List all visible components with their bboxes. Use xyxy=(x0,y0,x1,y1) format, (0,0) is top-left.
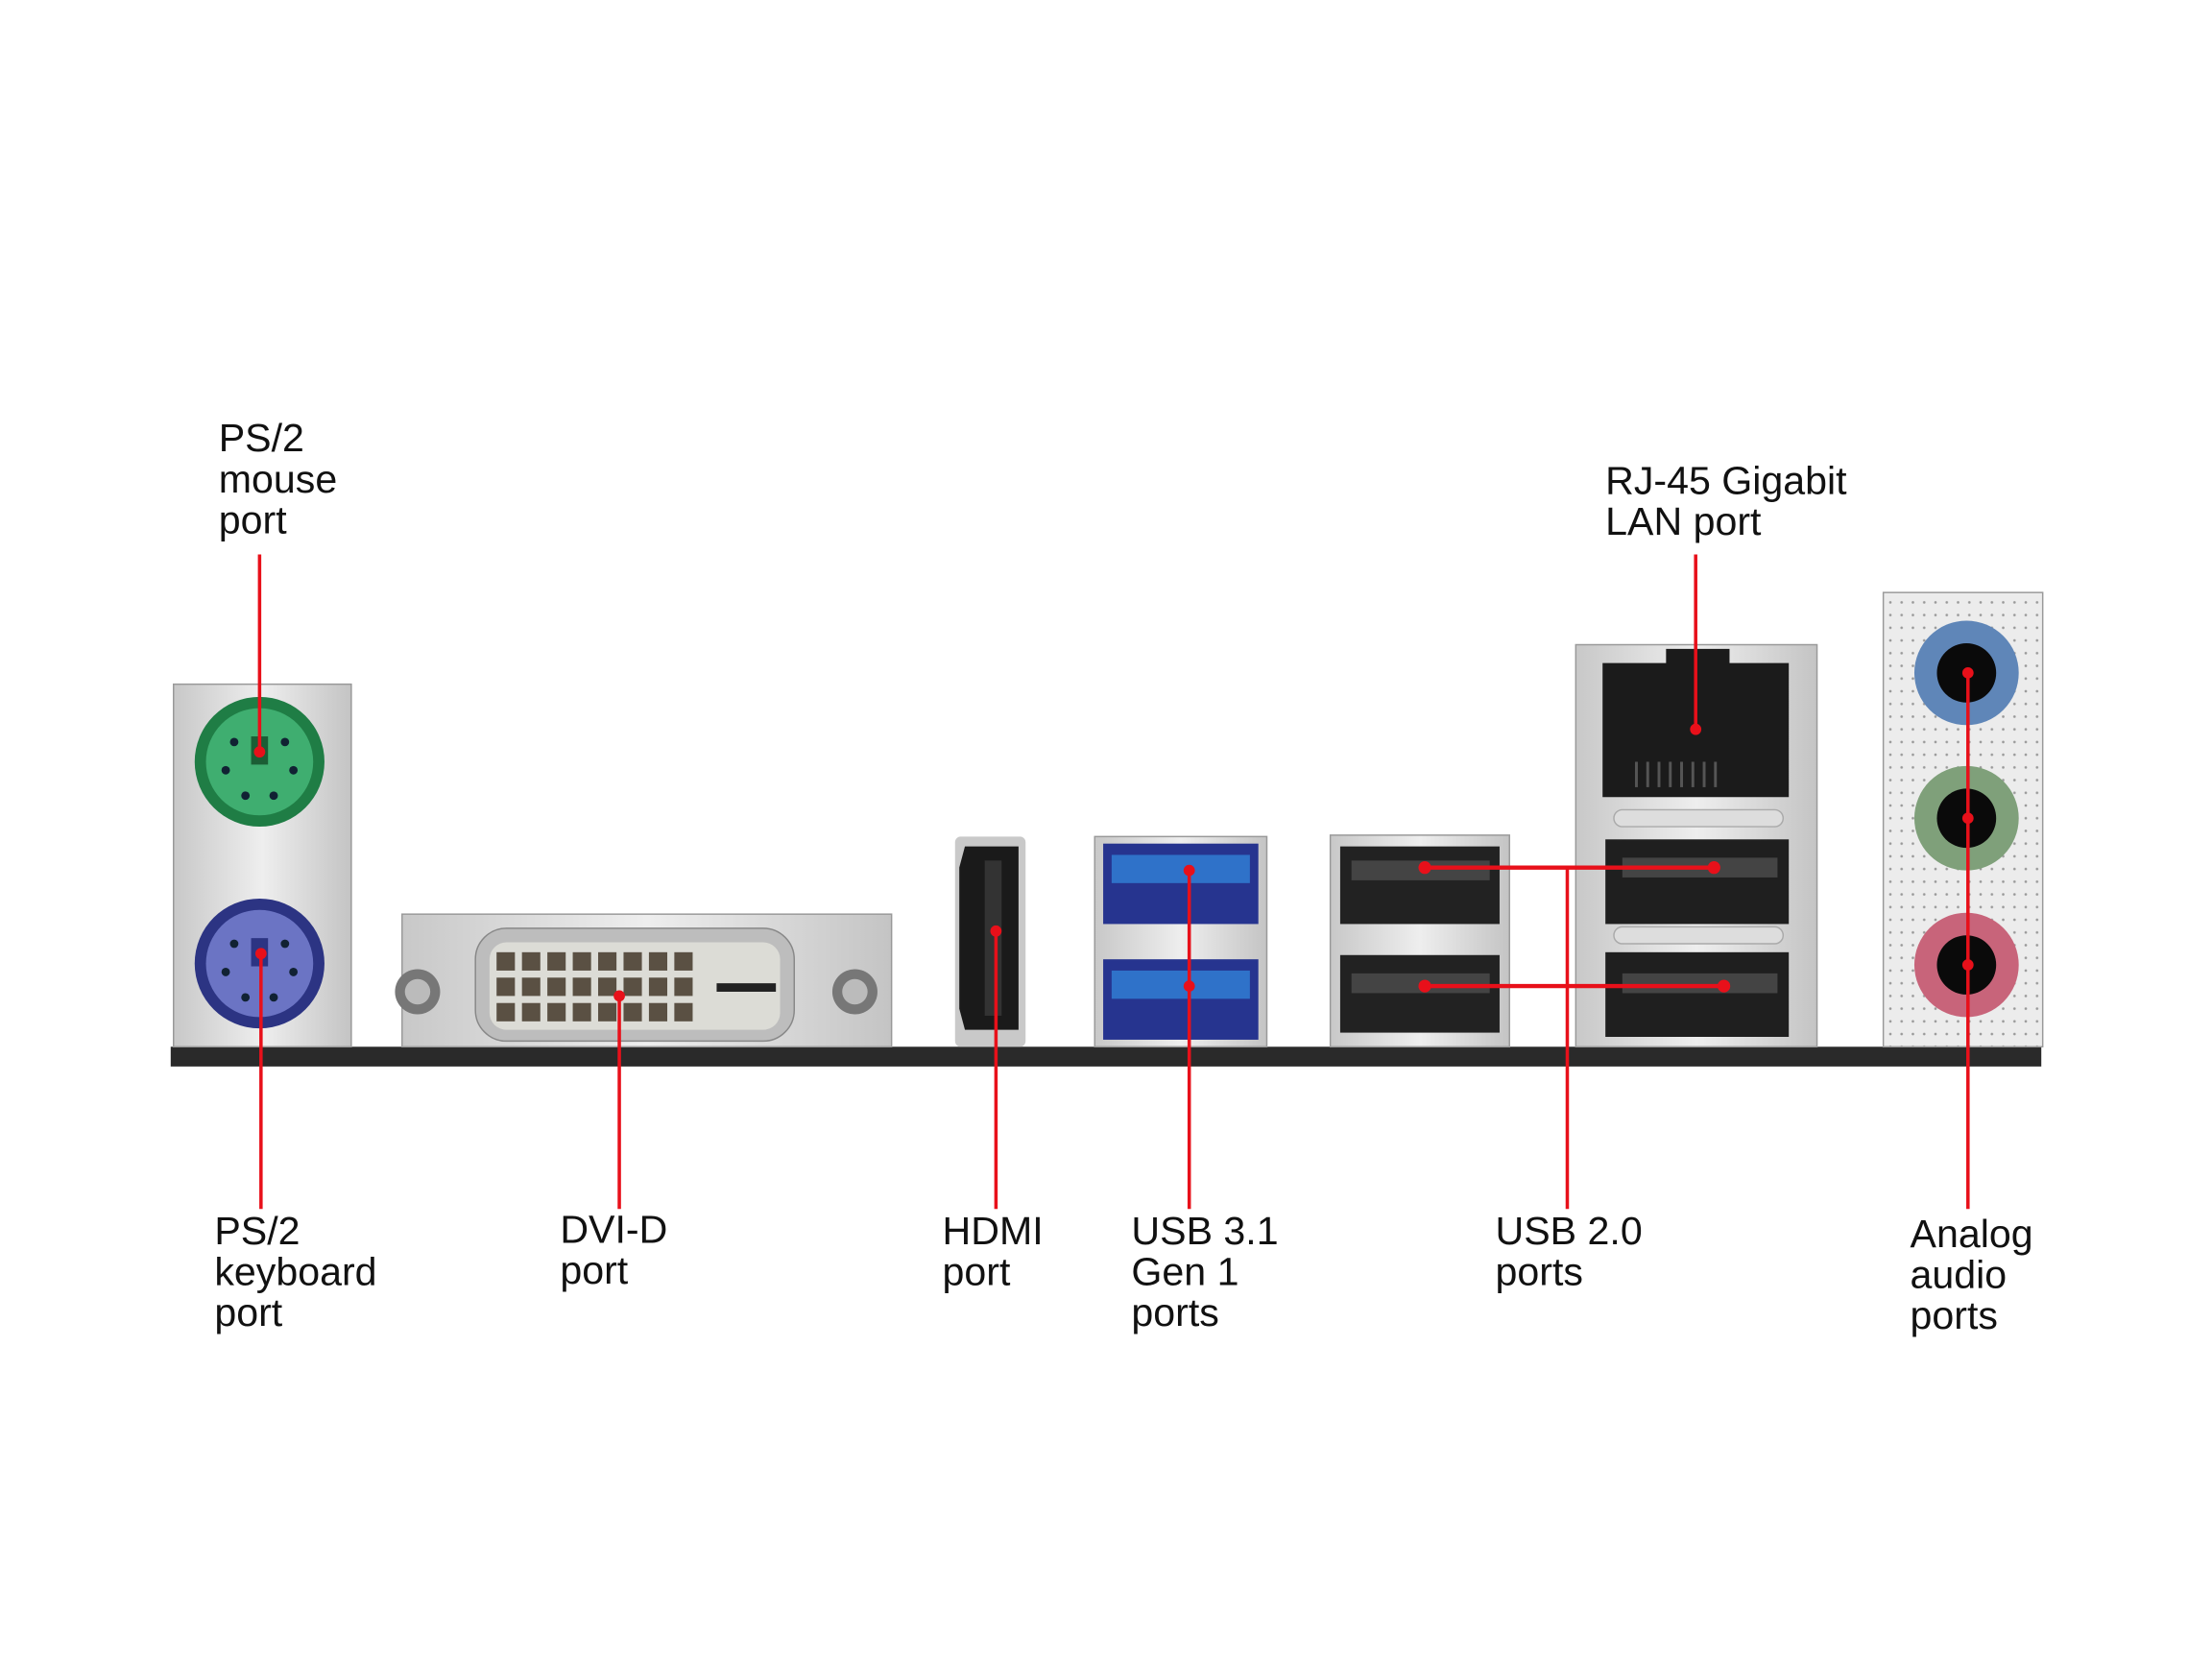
dvi-pin xyxy=(521,951,541,971)
usb31-connector xyxy=(1094,835,1268,1048)
dvi-pin xyxy=(598,951,617,971)
dvi-pin xyxy=(521,1002,541,1022)
label-ps2-mouse: PS/2 mouse port xyxy=(219,416,337,541)
label-line: DVI-D xyxy=(560,1208,667,1252)
dvi-pin xyxy=(648,951,668,971)
dvi-pin xyxy=(598,977,617,997)
label-line: keyboard xyxy=(214,1250,376,1294)
label-audio: Analog audio ports xyxy=(1911,1212,2033,1337)
label-line: USB 2.0 xyxy=(1496,1209,1643,1253)
label-line: port xyxy=(560,1248,628,1292)
label-line: USB 3.1 xyxy=(1131,1209,1278,1253)
dvi-pin xyxy=(623,1002,642,1022)
label-line: Analog xyxy=(1911,1212,2033,1256)
dvi-pin xyxy=(674,977,693,997)
dvi-pin xyxy=(648,977,668,997)
label-line: port xyxy=(219,497,287,541)
dvi-pin xyxy=(674,1002,693,1022)
dvi-pin xyxy=(572,1002,591,1022)
label-line: PS/2 xyxy=(214,1209,300,1253)
dvi-d-connector xyxy=(395,913,893,1048)
label-line: ports xyxy=(1496,1250,1583,1294)
dvi-pin xyxy=(572,977,591,997)
label-line: audio xyxy=(1911,1253,2008,1297)
label-ps2-keyboard: PS/2 keyboard port xyxy=(214,1209,376,1334)
dvi-pin xyxy=(496,951,516,971)
dvi-pin xyxy=(521,977,541,997)
label-line: port xyxy=(214,1290,282,1334)
label-dvi: DVI-D port xyxy=(560,1208,667,1293)
label-usb20: USB 2.0 ports xyxy=(1496,1209,1643,1294)
dvi-pin xyxy=(598,1002,617,1022)
label-line: Gen 1 xyxy=(1131,1250,1238,1294)
label-line: mouse xyxy=(219,457,337,501)
dvi-pin xyxy=(547,1002,566,1022)
label-usb31: USB 3.1 Gen 1 ports xyxy=(1131,1209,1278,1334)
label-line: LAN port xyxy=(1605,499,1762,543)
label-line: PS/2 xyxy=(219,416,304,460)
label-line: RJ-45 Gigabit xyxy=(1605,458,1847,502)
label-hdmi: HDMI port xyxy=(943,1209,1044,1294)
dvi-pin xyxy=(648,1002,668,1022)
dvi-pin xyxy=(496,977,516,997)
label-line: port xyxy=(943,1250,1011,1294)
dvi-pin xyxy=(547,977,566,997)
dvi-pin xyxy=(623,977,642,997)
label-rj45: RJ-45 Gigabit LAN port xyxy=(1605,458,1847,543)
label-line: ports xyxy=(1131,1290,1218,1334)
dvi-pin xyxy=(674,951,693,971)
baseplate xyxy=(170,1046,2042,1067)
dvi-pin xyxy=(572,951,591,971)
hdmi-connector xyxy=(954,836,1026,1047)
dvi-pin xyxy=(496,1002,516,1022)
label-line: HDMI xyxy=(943,1209,1044,1253)
dvi-pin xyxy=(547,951,566,971)
callout-lines xyxy=(253,554,1974,1210)
dvi-pin xyxy=(623,951,642,971)
label-line: ports xyxy=(1911,1293,1998,1337)
